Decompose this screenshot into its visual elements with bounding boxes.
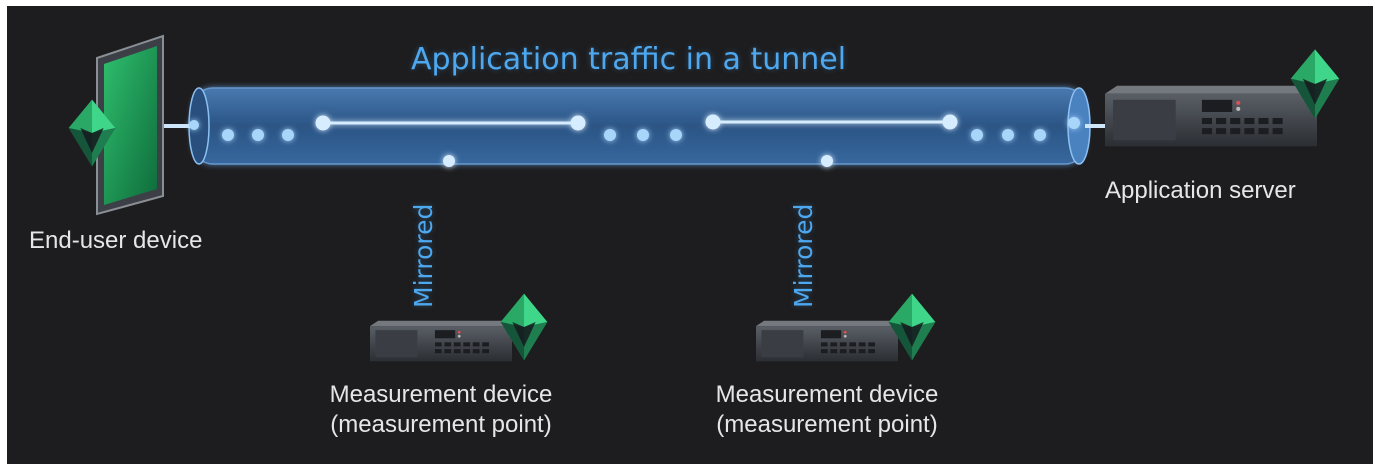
diagram-canvas: Application traffic in a tunnel Mirrored… <box>7 6 1373 464</box>
traffic-packets <box>189 117 1080 141</box>
end-user-device-icon <box>68 34 164 216</box>
measurement-device-2-name: Measurement device <box>715 381 939 408</box>
tunnel-label: Application traffic in a tunnel <box>411 42 847 77</box>
application-server-label: Application server <box>1105 177 1296 204</box>
traffic-streams <box>315 114 958 131</box>
mirror-label-2: Mirrored <box>789 203 818 308</box>
mirror-tap-1 <box>443 155 455 318</box>
measurement-device-1-name: Measurement device <box>329 381 553 408</box>
mirror-label-1: Mirrored <box>409 203 438 308</box>
measurement-device-1-label: Measurement device (measurement point) <box>311 380 571 440</box>
measurement-device-1-role: (measurement point) <box>330 411 552 438</box>
application-server-icon <box>1105 49 1340 147</box>
measurement-device-1-icon <box>370 293 548 362</box>
end-user-device-label: End-user device <box>29 227 203 254</box>
measurement-device-2-icon <box>756 293 936 362</box>
diagram-graphics <box>68 34 1340 362</box>
measurement-device-2-label: Measurement device (measurement point) <box>697 380 957 440</box>
mirror-tap-2 <box>821 155 833 318</box>
measurement-device-2-role: (measurement point) <box>716 411 938 438</box>
